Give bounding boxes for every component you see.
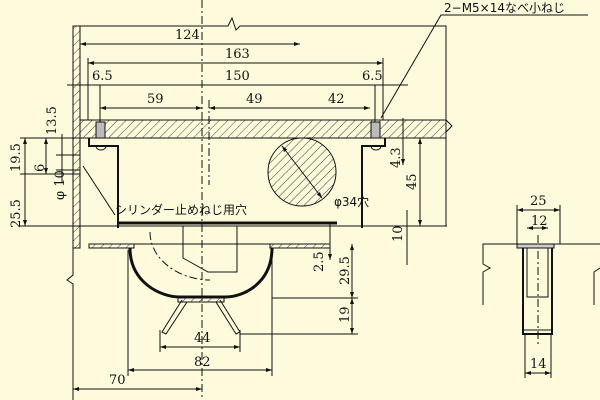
dim-19-5: 19.5 (9, 143, 24, 172)
dim-82: 82 (194, 355, 211, 370)
dim-42: 42 (328, 92, 345, 107)
note-screws: 2−M5×14なべ小ねじ (444, 1, 565, 15)
dim-45: 45 (405, 173, 420, 190)
note-cylinder-hole: シリンダー止めねじ用穴 (115, 202, 247, 217)
note-phi34-hole: φ34穴 (334, 194, 369, 209)
dim-2-5: 2.5 (312, 251, 327, 272)
dim-6: 6 (33, 164, 48, 172)
dim-10: 10 (391, 225, 406, 242)
dim-4-3: 4.3 (389, 147, 404, 168)
dim-44: 44 (194, 331, 211, 346)
dimension-labels: 124 163 150 6.5 6.5 59 49 42 13.5 19.5 6… (9, 28, 548, 388)
dim-49: 49 (246, 92, 263, 107)
centerlines (201, 0, 539, 400)
notes: 2−M5×14なべ小ねじ シリンダー止めねじ用穴 φ34穴 (115, 1, 565, 217)
side-dim-25: 25 (530, 194, 547, 209)
side-dim-12: 12 (531, 214, 548, 229)
brackets (88, 138, 386, 228)
side-dim-14: 14 (530, 357, 547, 372)
hole-phi34 (267, 137, 337, 207)
dim-6-5-left: 6.5 (92, 69, 113, 84)
dim-19: 19 (338, 306, 353, 323)
frame (20, 16, 453, 400)
dim-59: 59 (147, 92, 164, 107)
dim-124: 124 (175, 28, 200, 43)
side-view (482, 205, 600, 378)
dim-70: 70 (109, 373, 126, 388)
dimension-lines (20, 14, 588, 391)
dim-29-5: 29.5 (338, 256, 353, 285)
dim-163: 163 (225, 47, 250, 62)
dim-13-5: 13.5 (45, 106, 60, 135)
dim-6-5-right: 6.5 (362, 69, 383, 84)
dim-phi10: φ 10 (53, 170, 68, 200)
dim-25-5: 25.5 (9, 199, 24, 228)
dim-150: 150 (225, 69, 250, 84)
lower-housing (88, 226, 331, 335)
